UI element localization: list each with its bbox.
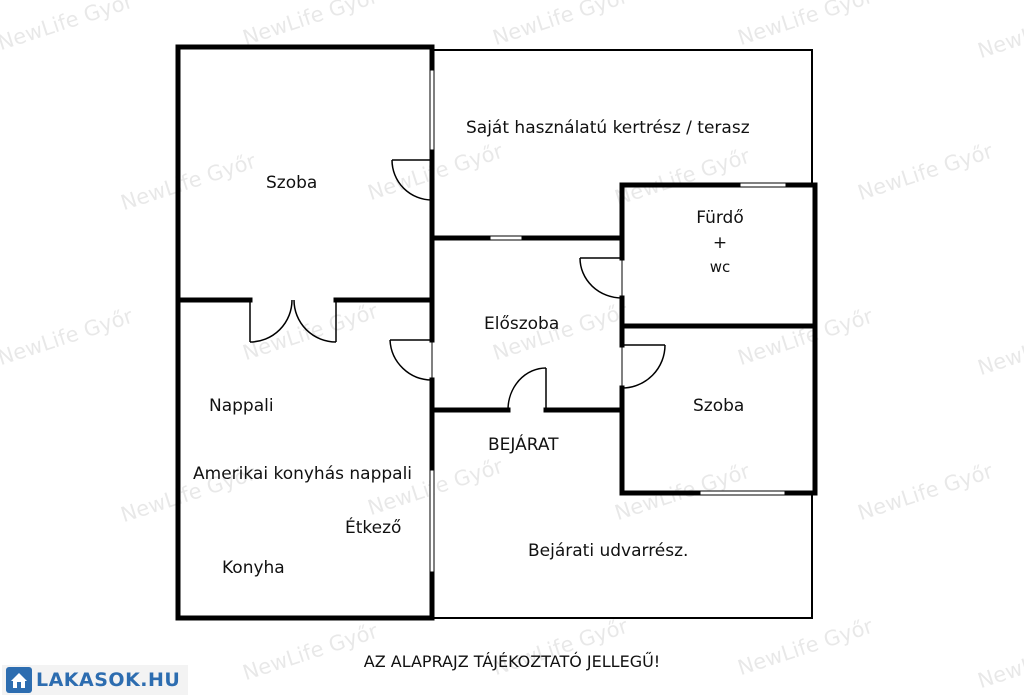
window — [429, 69, 435, 151]
room-label-szoba-right: Szoba — [693, 396, 745, 416]
outdoor-boundaries — [432, 49, 813, 619]
doors — [249, 159, 666, 411]
room-label-terrace: Saját használatú kertrész / terasz — [466, 118, 750, 138]
door-szoba — [391, 159, 433, 201]
window — [699, 490, 786, 496]
room-label-amerikai: Amerikai konyhás nappali — [193, 464, 413, 484]
room-label-konyha: Konyha — [222, 558, 285, 578]
window — [489, 235, 523, 241]
door-bathroom — [579, 257, 623, 299]
room-label-szoba: Szoba — [266, 173, 318, 193]
room-label-yard: Bejárati udvarrész. — [528, 541, 689, 561]
room-label-entrance: BEJÁRAT — [488, 435, 559, 455]
room-label-hall: Előszoba — [484, 314, 560, 334]
door-szoba-right — [621, 344, 666, 389]
disclaimer-text: AZ ALAPRAJZ TÁJÉKOZTATÓ JELLEGŰ! — [363, 652, 661, 671]
window — [429, 469, 435, 573]
room-label-bathroom: Fürdő + wc — [670, 210, 770, 275]
room-label-etkezo: Étkező — [345, 518, 402, 538]
house-icon — [6, 667, 32, 693]
bathroom-line: Fürdő — [696, 208, 744, 228]
logo-text: LAKASOK.HU — [36, 669, 181, 691]
yard-boundary — [432, 493, 813, 619]
door-double — [249, 299, 337, 343]
bathroom-line: wc — [709, 258, 731, 276]
room-label-nappali: Nappali — [209, 396, 274, 416]
bathroom-line: + — [712, 233, 728, 253]
walls — [175, 44, 818, 621]
windows — [429, 69, 787, 573]
window — [739, 182, 787, 188]
door-entrance — [507, 367, 547, 411]
door-nappali — [389, 339, 433, 381]
terrace-boundary — [432, 49, 813, 185]
lakasok-logo[interactable]: LAKASOK.HU — [2, 665, 189, 695]
